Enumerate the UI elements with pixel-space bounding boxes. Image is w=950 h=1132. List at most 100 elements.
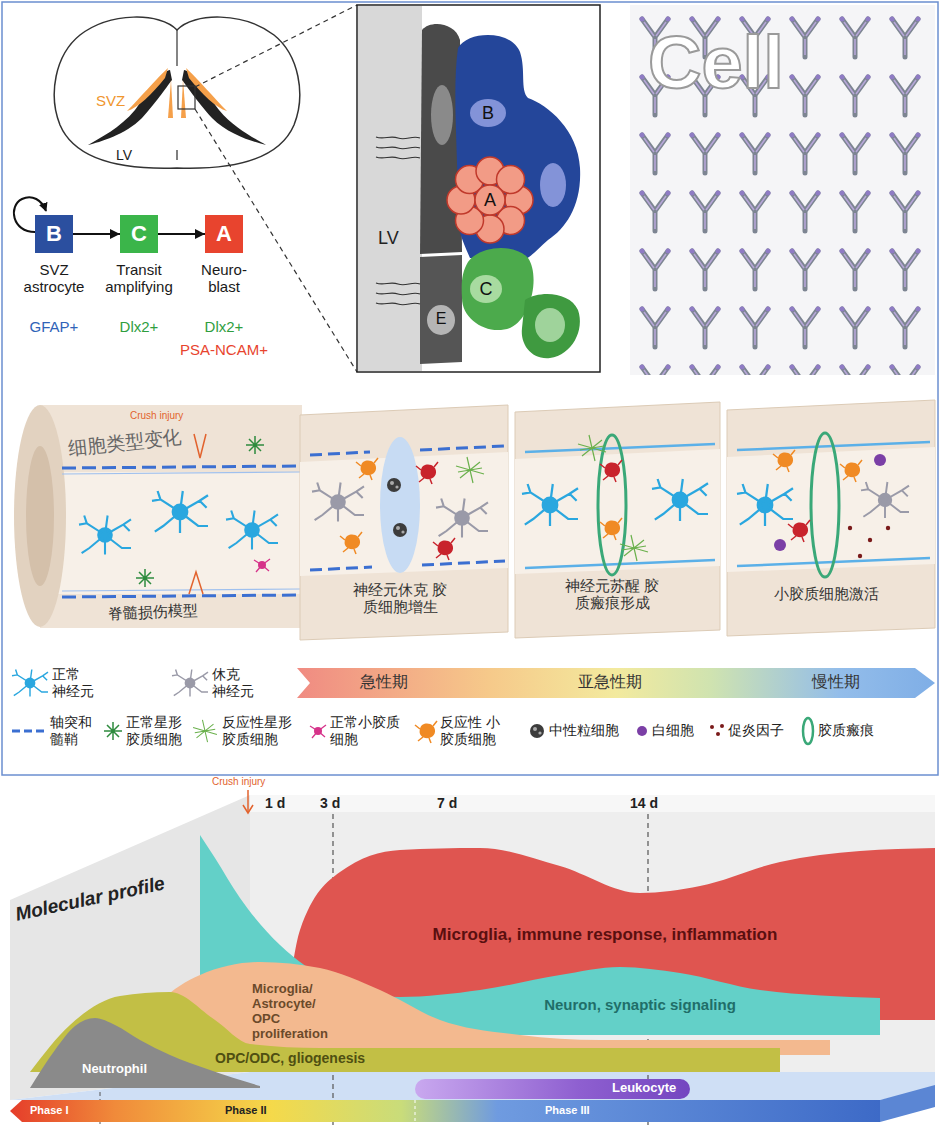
journal-logo: Cell xyxy=(648,26,784,100)
legend-text: 休克 神经元 xyxy=(212,666,257,700)
subacute-panel-part xyxy=(515,402,720,638)
journal-cover xyxy=(630,5,935,375)
box-letter: A xyxy=(216,221,232,246)
stage-caption: 神经元苏醒 胶质瘢痕形成 xyxy=(565,578,660,613)
time-tick: 14 d xyxy=(630,795,658,811)
spinal-cord-model-part xyxy=(62,595,300,597)
acute-panel-part xyxy=(456,457,484,483)
legend-text: 正常小胶质 细胞 xyxy=(330,714,403,748)
zoom-lines-part xyxy=(195,109,357,372)
svz-niche-part xyxy=(358,6,422,371)
box-caption: SVZ astrocyteGFAP+ xyxy=(0,261,129,335)
legend-icons-part xyxy=(803,718,813,744)
phase-label: Phase III xyxy=(545,1104,590,1117)
lineage-arrow xyxy=(158,233,205,235)
legend-item: 休克 神经元 xyxy=(212,666,257,700)
brain-section-part xyxy=(168,80,173,118)
legend-item: 正常星形 胶质细胞 xyxy=(126,714,185,748)
stage-caption: 神经元休克 胶质细胞增生 xyxy=(353,582,448,617)
svz-niche-part-part xyxy=(376,283,420,285)
svz-niche-part xyxy=(470,99,506,127)
subacute-panel-part xyxy=(598,435,626,575)
area-label: Microglia/ Astrocyte/ OPC proliferation xyxy=(252,982,347,1042)
phase-arrow-part xyxy=(880,1085,935,1122)
acute-panel-part xyxy=(312,483,364,522)
spinal-cord-model-part xyxy=(189,572,203,594)
chart-ground-part xyxy=(243,805,253,813)
chronic-panel-part xyxy=(773,450,795,472)
legend-item: 中性粒细胞 xyxy=(549,722,625,739)
legend-icons-part xyxy=(12,670,48,697)
svz-niche-part-part xyxy=(475,185,505,215)
panel-frame xyxy=(2,2,938,775)
region-label: LV xyxy=(378,228,399,249)
cell-type-name: SVZ astrocyte xyxy=(14,261,94,296)
leukocyte-bar-part xyxy=(415,1079,690,1099)
phase-arrow-part xyxy=(415,1100,416,1122)
injury-label: Crush injury xyxy=(130,410,183,422)
cell-label: E xyxy=(436,310,447,328)
chronic-panel-part xyxy=(811,433,839,577)
spinal-cord-model-part xyxy=(194,434,206,458)
lineage-arrow xyxy=(73,233,120,235)
acute-panel-part xyxy=(356,458,378,480)
subacute-panel-part xyxy=(515,449,720,574)
legend-icons-part xyxy=(710,725,714,729)
legend-text: 中性粒细胞 xyxy=(549,722,625,739)
legend-text: 正常 神经元 xyxy=(52,666,97,700)
acute-panel-part xyxy=(433,538,455,560)
spinal-cord-model-part xyxy=(79,516,131,555)
chronic-panel-part xyxy=(727,447,935,572)
chronic-panel xyxy=(727,400,935,636)
stage-caption: 小胶质细胞激活 xyxy=(774,586,879,603)
svz-niche-part xyxy=(455,35,580,262)
cell-label: A xyxy=(484,190,496,211)
area-label: Microglia, immune response, inflammation xyxy=(433,925,778,945)
spinal-cord-model-part xyxy=(62,466,300,468)
svz-niche-part-part xyxy=(376,157,420,159)
box-letter: B xyxy=(46,221,62,246)
zoom-lines xyxy=(195,5,357,372)
profile-areas xyxy=(30,835,935,1088)
spinal-cord-model-part xyxy=(62,472,300,474)
cell-type-name: Neuro- blast xyxy=(194,261,254,296)
svz-niche-part xyxy=(535,308,565,342)
brain-section-part xyxy=(127,68,168,111)
legend-item: 促炎因子 xyxy=(728,722,788,739)
phase-label: 急性期 xyxy=(360,673,408,691)
chronic-panel-part xyxy=(727,400,935,636)
legend-item: 轴突和 髓鞘 xyxy=(50,714,95,748)
cell-label: C xyxy=(480,279,493,300)
svz-niche-part-part xyxy=(376,293,420,295)
svz-niche-part-part xyxy=(376,147,420,149)
injury-label: Crush injury xyxy=(212,776,265,788)
legend-text: 促炎因子 xyxy=(728,722,788,739)
svz-niche-part xyxy=(420,255,462,364)
leukocyte-bar xyxy=(415,1079,690,1099)
brain-section-part xyxy=(54,17,299,168)
journal-cover-part xyxy=(630,5,935,375)
acute-panel xyxy=(300,405,508,640)
phase-arrow-part xyxy=(10,1100,880,1122)
spinal-cord-model-part xyxy=(14,405,66,627)
svz-niche-part xyxy=(357,5,600,372)
legend-icons-part xyxy=(104,722,122,740)
legend-icons-part xyxy=(720,724,724,728)
time-tick: 7 d xyxy=(437,795,457,811)
acute-panel-part xyxy=(387,478,401,492)
zoom-lines-part xyxy=(195,5,357,87)
subacute-panel-part xyxy=(600,460,622,482)
spinal-cord-model-part xyxy=(40,405,302,628)
marker-label: GFAP+ xyxy=(30,318,79,335)
subacute-panel-part xyxy=(620,535,648,561)
chronic-panel-part xyxy=(737,484,793,526)
area-label: Neuron, synaptic signaling xyxy=(544,996,736,1013)
chronic-panel-part xyxy=(840,460,862,482)
acute-panel-part xyxy=(393,523,407,537)
legend-icons-part xyxy=(172,670,208,697)
legend-item: 正常 神经元 xyxy=(52,666,97,700)
svz-niche-part xyxy=(540,163,566,207)
legend-item: 胶质瘢痕 xyxy=(818,722,878,739)
